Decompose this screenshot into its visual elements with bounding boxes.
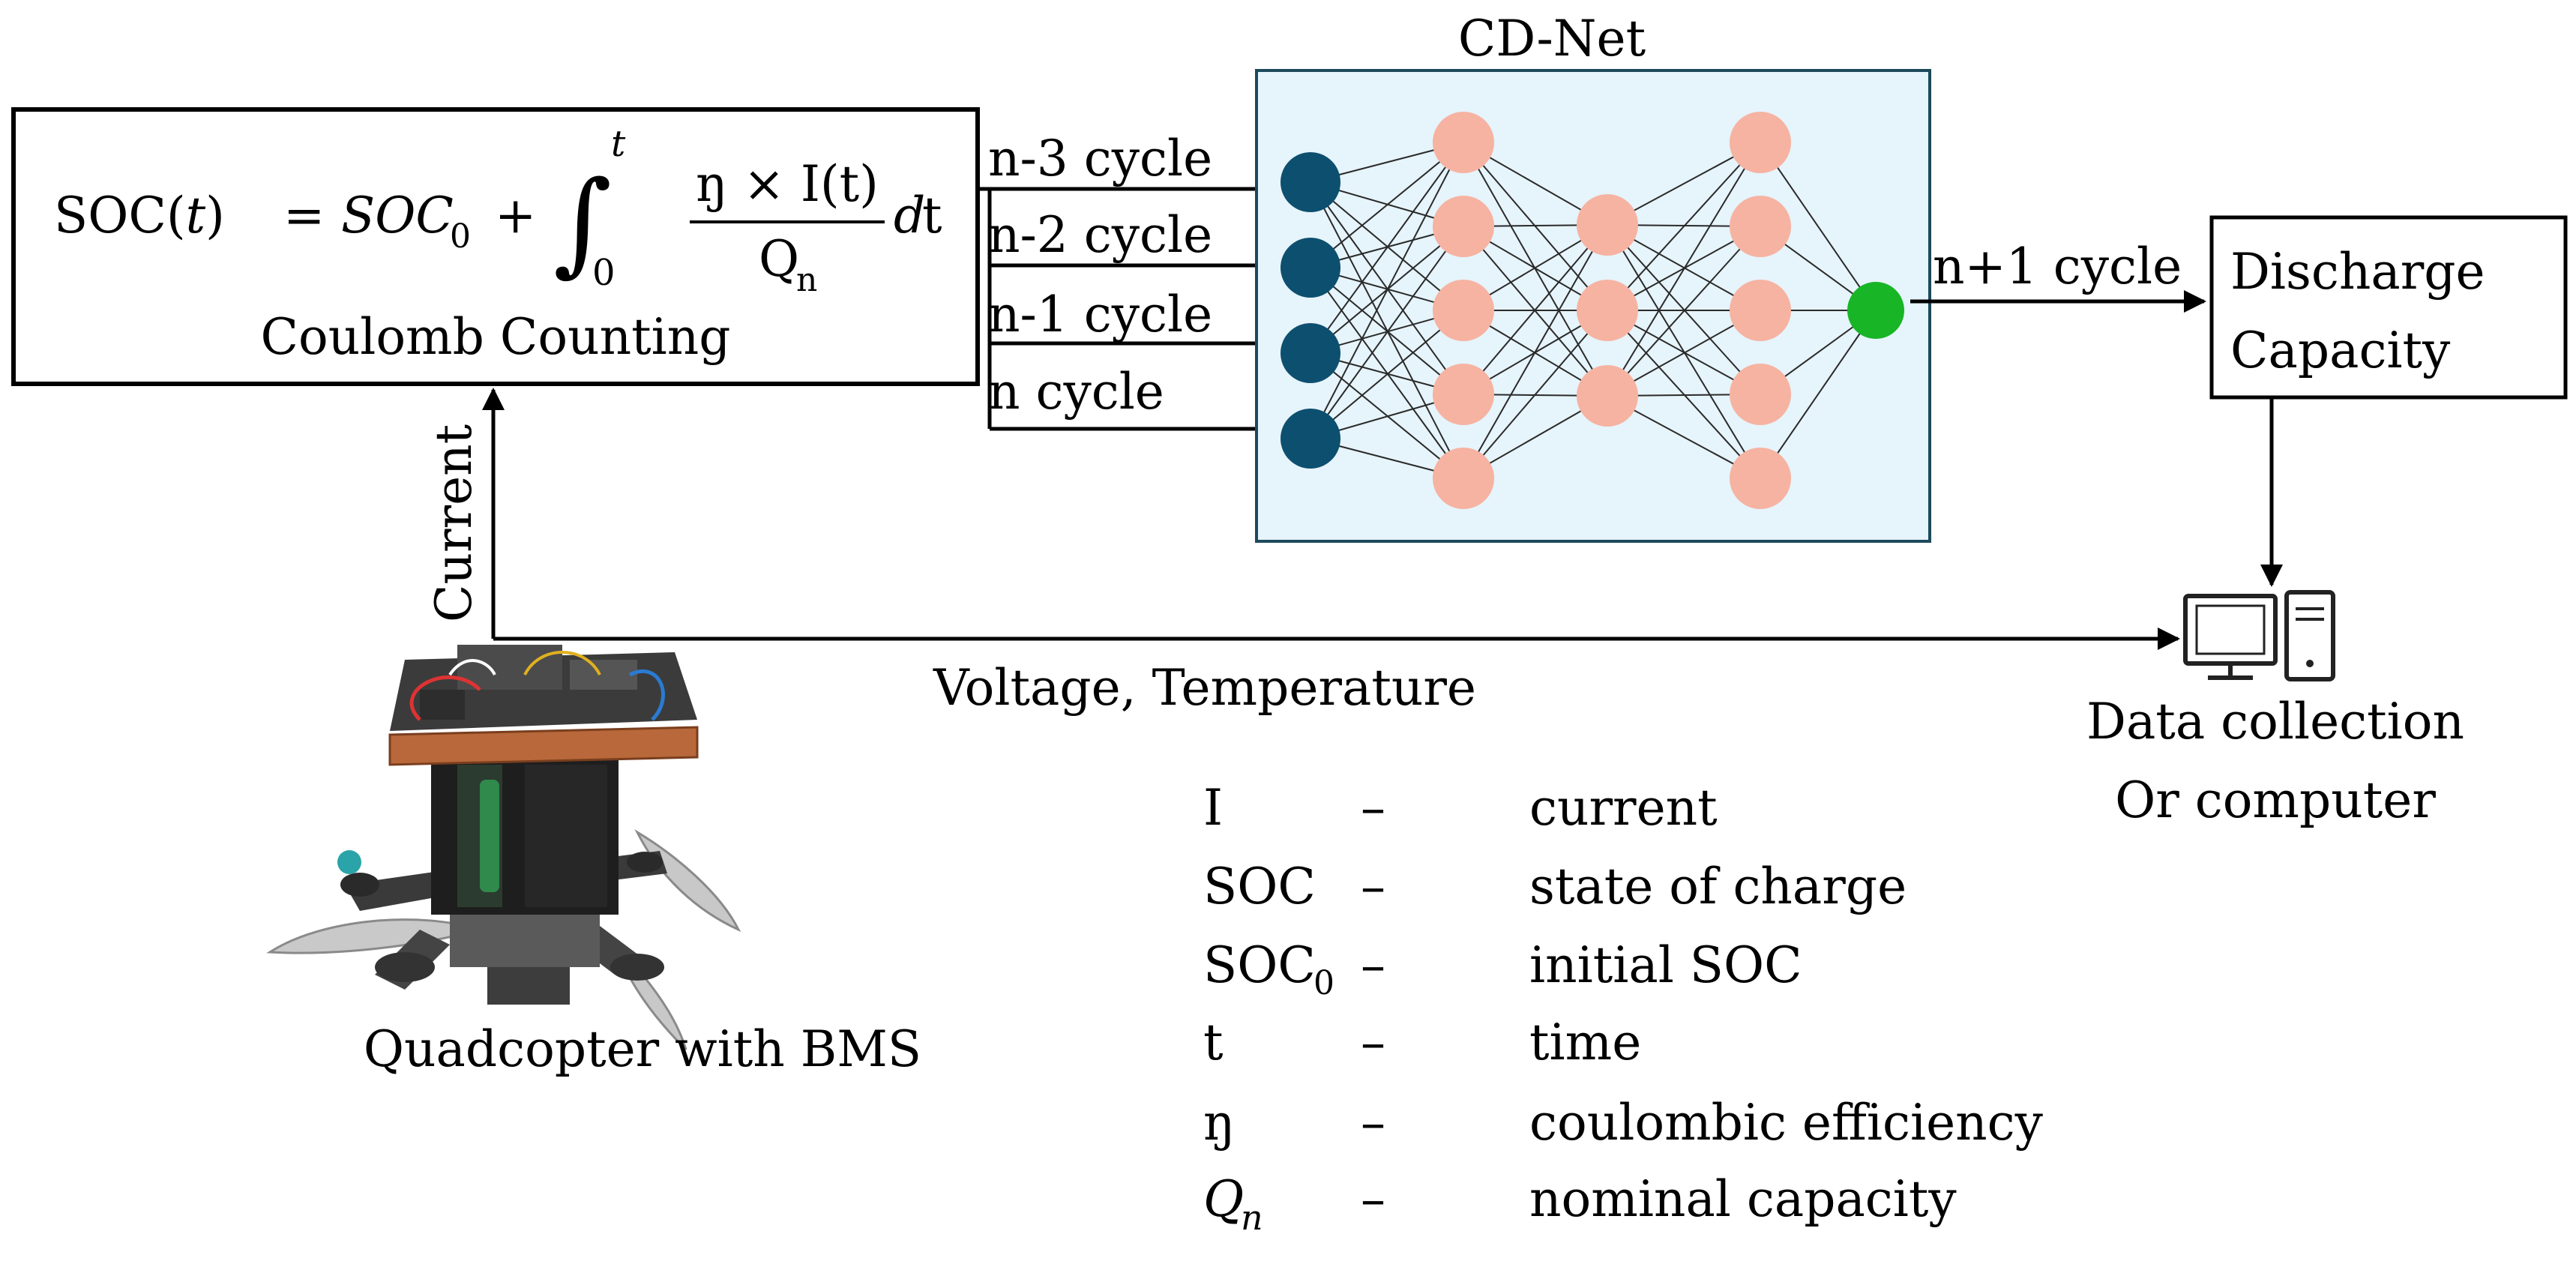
formula-denominator-q: Q [759, 230, 799, 288]
network-edge [1607, 142, 1761, 397]
network-edge [1607, 226, 1761, 397]
hidden-neuron [1577, 365, 1638, 427]
formula-open-paren: ( [166, 187, 186, 244]
formula-soc-label: SOC [54, 187, 166, 244]
formula-lower-limit: 0 [592, 252, 616, 294]
hidden-neuron [1433, 280, 1494, 341]
hidden-neuron [1433, 448, 1494, 509]
formula-d: d [894, 187, 925, 244]
formula-close-paren: ) [205, 187, 225, 244]
computer-label-line-1: Data collection [2086, 693, 2464, 750]
coulomb-counting-box [11, 107, 980, 386]
network-edge [1463, 224, 1608, 395]
hidden-neuron [1730, 112, 1791, 173]
legend-desc-time: time [1529, 1014, 1641, 1071]
formula-plus: + [495, 187, 536, 244]
input-label-n-3: n-3 cycle [988, 130, 1212, 187]
cd-net-neurons [1281, 112, 1904, 509]
legend-desc-efficiency: coulombic efficiency [1529, 1094, 2044, 1152]
quadcopter-label: Quadcopter with BMS [364, 1020, 921, 1078]
legend-symbol-soc0: SOC [1203, 936, 1316, 994]
hidden-neuron [1433, 196, 1494, 257]
output-neuron [1847, 282, 1904, 339]
hidden-neuron [1730, 280, 1791, 341]
computer-label-line-2: Or computer [2115, 771, 2436, 829]
hidden-neuron [1730, 448, 1791, 509]
cd-net-title: CD-Net [1458, 10, 1646, 67]
hidden-neuron [1433, 112, 1494, 173]
hidden-neuron [1433, 364, 1494, 425]
network-edge [1310, 310, 1464, 439]
svg-text:SOC(t): SOC(t) [54, 187, 225, 244]
legend-desc-soc: state of charge [1529, 858, 1907, 915]
input-label-n-1: n-1 cycle [988, 286, 1212, 343]
formula-equals: = [283, 187, 325, 244]
legend-dash: – [1361, 1170, 1385, 1228]
hidden-neuron [1577, 280, 1638, 341]
legend-symbol-soc: SOC [1203, 858, 1316, 915]
output-label: n+1 cycle [1933, 238, 2182, 295]
legend-symbol-time: t [1203, 1014, 1224, 1071]
discharge-line-1: Discharge [2230, 243, 2485, 301]
formula-dt-t: t [922, 187, 942, 244]
network-edge [1310, 142, 1464, 268]
input-neuron [1281, 409, 1340, 469]
input-neuron [1281, 152, 1340, 212]
legend-symbol-capacity-subscript: n [1241, 1197, 1263, 1238]
computer-icon [2183, 590, 2335, 681]
legend-dash: – [1361, 858, 1385, 915]
legend-dash: – [1361, 1014, 1385, 1071]
legend-desc-soc0: initial SOC [1529, 936, 1802, 994]
legend-symbol-efficiency: ŋ [1203, 1094, 1236, 1152]
hidden-neuron [1577, 194, 1638, 256]
network-edge [1310, 142, 1464, 439]
network-edge [1463, 310, 1608, 479]
network-edge [1607, 142, 1761, 311]
network-edge [1310, 226, 1464, 439]
formula-soc0-base: SOC [341, 187, 454, 244]
network-edge [1463, 224, 1608, 479]
discharge-line-2: Capacity [2230, 322, 2451, 379]
current-label: Current [425, 424, 483, 622]
legend-dash: – [1361, 936, 1385, 994]
hidden-neuron [1730, 196, 1791, 257]
legend-dash: – [1361, 1094, 1385, 1152]
formula-denominator-subscript: n [796, 261, 817, 299]
coulomb-counting-caption: Coulomb Counting [260, 308, 730, 366]
legend-symbol-soc0-subscript: 0 [1313, 964, 1334, 1002]
input-neuron [1281, 238, 1340, 298]
legend-desc-current: current [1529, 779, 1718, 837]
legend-dash: – [1361, 779, 1385, 837]
symbol-legend: I – current SOC – state of charge SOC 0 … [1203, 779, 2044, 1238]
quadcopter-image [266, 645, 741, 1051]
formula-upper-limit: t [611, 123, 626, 165]
formula-soc0-subscript: 0 [450, 217, 471, 256]
input-neuron [1281, 323, 1340, 383]
soc-formula: SOC(t) = SOC 0 + ∫ t 0 ŋ × I(t) Q n d t [54, 123, 942, 299]
legend-desc-capacity: nominal capacity [1529, 1170, 1957, 1228]
input-label-n: n cycle [988, 363, 1164, 421]
formula-numerator: ŋ × I(t) [696, 155, 879, 213]
legend-symbol-current: I [1203, 779, 1223, 837]
network-edge [1310, 142, 1464, 354]
discharge-capacity-box [2209, 215, 2568, 400]
legend-symbol-capacity: Q [1203, 1170, 1244, 1228]
network-edge [1760, 310, 1877, 479]
input-label-n-2: n-2 cycle [988, 206, 1212, 264]
hidden-neuron [1730, 364, 1791, 425]
formula-integral-sign: ∫ [553, 157, 612, 288]
formula-t-variable: t [186, 187, 206, 244]
network-edge [1760, 142, 1877, 311]
voltage-temperature-label: Voltage, Temperature [933, 659, 1476, 717]
input-connectors [978, 178, 1281, 440]
